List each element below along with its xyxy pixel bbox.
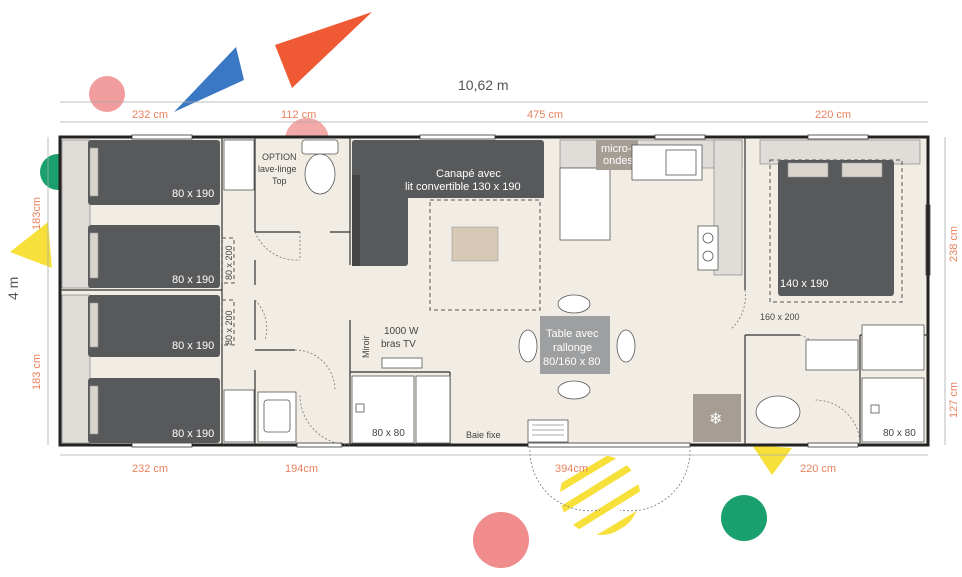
option-label: OPTION (262, 152, 297, 162)
option-label-3: Top (272, 176, 287, 186)
sofa-seat (400, 160, 544, 198)
toilet-tank (301, 139, 339, 155)
decor-pink-circle-bottom (473, 512, 529, 568)
decor-pink-circle-top (89, 76, 125, 112)
dressing-top (221, 237, 235, 284)
wc-room: OPTION lave-linge Top (257, 139, 339, 443)
dressing-top-label: 80 x 200 (224, 245, 234, 280)
bed-4 (88, 378, 220, 443)
headboard-bottom (61, 294, 91, 444)
kitchen: micro- ondes ❄ (559, 139, 743, 442)
left-dim-2: 183 cm (31, 354, 43, 390)
bottom-dim-1: 232 cm (132, 463, 168, 475)
table-label-3: 80/160 x 80 (543, 356, 601, 368)
dressing-bottom (221, 299, 235, 346)
master-bed-label: 140 x 190 (780, 278, 828, 290)
top-dim-4: 220 cm (815, 109, 851, 121)
bed-1 (88, 140, 220, 205)
top-dim-3: 475 cm (527, 109, 563, 121)
master-bedroom: 140 x 190 160 x 200 80 x 80 (755, 139, 925, 443)
bed-2 (88, 225, 220, 288)
sofa-label-2: lit convertible 130 x 190 (405, 181, 521, 193)
top-dim-2: 112 cm (281, 109, 316, 121)
decor-yellow-triangle-left (10, 222, 52, 268)
coffee-table (451, 226, 499, 262)
kitchen-island (559, 167, 611, 241)
shower-left-label: 80 x 80 (372, 428, 405, 439)
master-bed (778, 160, 894, 296)
tv-label-2: bras TV (381, 339, 416, 350)
bottom-dim-3: 394cm (555, 463, 588, 475)
left-bedroom: 80 x 190 80 x 190 80 x 190 80 x 190 80 x… (61, 139, 255, 444)
burner-2 (702, 250, 714, 262)
table-label-2: rallonge (553, 342, 592, 354)
right-dim-1: 238 cm (948, 226, 960, 262)
sofa-side (352, 140, 408, 266)
shower-right-tray (870, 404, 880, 414)
tv-bracket (381, 357, 423, 369)
dressing-bottom-label: 80 x 200 (224, 310, 234, 345)
burner-1 (702, 232, 714, 244)
bottom-dim-2: 194cm (285, 463, 318, 475)
toilet-right (755, 395, 801, 429)
total-height: 4 m (5, 277, 21, 300)
sink-basin (665, 149, 697, 176)
sink-basin-left (263, 399, 291, 433)
bed-3 (88, 295, 220, 357)
decor-blue-triangle (174, 47, 244, 112)
rug (429, 199, 541, 311)
left-dim-1: 183cm (31, 197, 43, 230)
total-width: 10,62 m (458, 77, 509, 93)
micro-label-1: micro- (601, 143, 632, 155)
master-rug-label: 160 x 200 (760, 312, 800, 322)
step-grille (527, 419, 569, 443)
decor-yellow-triangle-right (752, 445, 792, 475)
sink-right (805, 339, 859, 371)
cabinet-left (415, 375, 451, 444)
micro-label-2: ondes (603, 155, 633, 167)
master-rug (769, 159, 903, 303)
living-room: Canapé avec lit convertible 130 x 190 Mi… (351, 140, 636, 444)
kitchen-counter-right (713, 139, 743, 276)
snowflake-icon: ❄ (709, 411, 722, 428)
wardrobe-2 (223, 389, 255, 443)
shower-left-tray (355, 403, 365, 413)
fridge (693, 394, 741, 442)
wardrobe-right (861, 324, 925, 371)
toilet-bowl (304, 153, 336, 195)
right-dim-2: 127 cm (948, 382, 960, 418)
bottom-dim-4: 220 cm (800, 463, 836, 475)
shower-right-label: 80 x 80 (883, 428, 916, 439)
top-dim-1: 232 cm (132, 109, 168, 121)
tv-label-1: 1000 W (384, 326, 419, 337)
bed-2-label: 80 x 190 (172, 274, 214, 286)
decor-orange-triangle (275, 12, 372, 88)
window-frames (131, 134, 931, 448)
wardrobe-1 (223, 139, 255, 191)
microwave (596, 140, 638, 170)
mirror-label: Miroir (361, 336, 371, 359)
headboard-top (61, 139, 91, 289)
option-label-2: lave-linge (258, 164, 297, 174)
dining-table (518, 294, 636, 400)
table-label-1: Table avec (546, 328, 599, 340)
decor-yellow-stripes (560, 455, 640, 535)
windows (132, 135, 868, 447)
dimension-lines (47, 101, 946, 456)
bed-1-label: 80 x 190 (172, 188, 214, 200)
bed-3-label: 80 x 190 (172, 340, 214, 352)
sofa-label-1: Canapé avec (436, 168, 501, 180)
decor-green-circle-bottom (721, 495, 767, 541)
bed-4-label: 80 x 190 (172, 428, 214, 440)
bay-label: Baie fixe (466, 430, 501, 440)
